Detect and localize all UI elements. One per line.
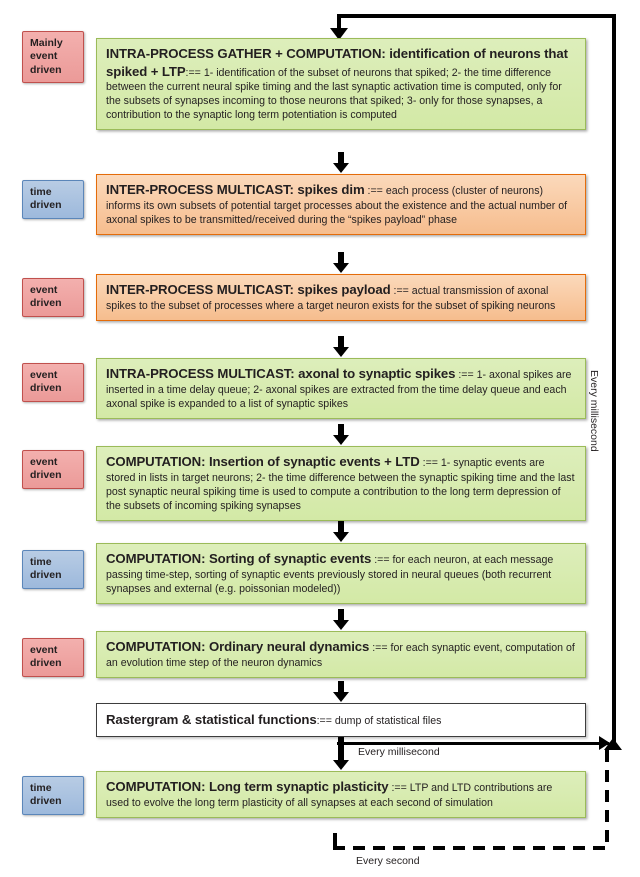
process-box-ordinary-neural-dynamics[interactable]: COMPUTATION: Ordinary neural dynamics :=… bbox=[96, 631, 586, 678]
process-separator: :== bbox=[185, 66, 201, 79]
loop-label-every-millisecond: Every millisecond bbox=[588, 370, 600, 452]
driver-tag-line: event bbox=[30, 284, 58, 296]
connector-arrow-8 bbox=[333, 737, 349, 773]
driver-tag-time-driven: time driven bbox=[22, 776, 84, 815]
arrow-shaft bbox=[338, 681, 344, 693]
process-box-multicast-spikes-dim[interactable]: INTER-PROCESS MULTICAST: spikes dim :== … bbox=[96, 174, 586, 235]
arrow-shaft bbox=[338, 336, 344, 348]
process-body: 1- identification of the subset of neuro… bbox=[106, 66, 562, 122]
arrow-shaft bbox=[338, 609, 344, 621]
connector-arrow-6 bbox=[333, 609, 349, 631]
driver-tag-line: event bbox=[30, 369, 58, 381]
process-heading: INTER-PROCESS MULTICAST: spikes dim bbox=[106, 182, 365, 197]
driver-tag-line: driven bbox=[30, 795, 62, 808]
process-body: actual transmission of axonal spikes to … bbox=[106, 285, 556, 312]
driver-tag-line: event bbox=[30, 644, 58, 656]
driver-tag-time-driven: time driven bbox=[22, 180, 84, 219]
process-separator: :== bbox=[393, 285, 409, 297]
branch-label-every-millisecond: Every millisecond bbox=[358, 746, 440, 758]
driver-tag-line: driven bbox=[30, 469, 62, 482]
driver-tag-line: time bbox=[30, 782, 52, 794]
driver-tag-line: driven bbox=[30, 382, 62, 395]
arrow-head bbox=[333, 532, 349, 542]
arrow-head bbox=[333, 263, 349, 273]
process-heading: INTER-PROCESS MULTICAST: spikes payload bbox=[106, 282, 391, 297]
driver-tag-line: driven bbox=[30, 297, 62, 310]
process-separator: :== bbox=[391, 782, 407, 794]
driver-tag-line: time bbox=[30, 186, 52, 198]
driver-tag-line: event bbox=[30, 50, 58, 63]
process-box-insertion-ltd[interactable]: COMPUTATION: Insertion of synaptic event… bbox=[96, 446, 586, 521]
process-separator: :== bbox=[372, 642, 388, 654]
process-heading: INTRA-PROCESS GATHER + COMPUTATION: iden… bbox=[106, 46, 568, 79]
arrow-head bbox=[333, 620, 349, 630]
driver-tag-time-driven: time driven bbox=[22, 550, 84, 589]
driver-tag-line: driven bbox=[30, 569, 62, 582]
loop-entry-shaft bbox=[337, 14, 341, 30]
process-heading: INTRA-PROCESS MULTICAST: axonal to synap… bbox=[106, 366, 456, 381]
process-body: dump of statistical files bbox=[334, 715, 442, 727]
process-box-multicast-spikes-payload[interactable]: INTER-PROCESS MULTICAST: spikes payload … bbox=[96, 274, 586, 321]
process-box-rastergram[interactable]: Rastergram & statistical functions:== du… bbox=[96, 703, 586, 737]
process-body: for each neuron, at each message passing… bbox=[106, 554, 554, 595]
connector-arrow-4 bbox=[333, 424, 349, 446]
process-body: each process (cluster of neurons) inform… bbox=[106, 185, 568, 226]
process-separator: :== bbox=[458, 369, 474, 381]
arrow-shaft bbox=[338, 424, 344, 436]
dashed-loop-stub bbox=[333, 833, 337, 849]
loop-right-edge bbox=[612, 14, 616, 749]
loop-top-edge bbox=[337, 14, 616, 18]
branch-line-every-millisecond bbox=[337, 742, 609, 745]
arrow-head bbox=[333, 347, 349, 357]
driver-tag-event-driven: event driven bbox=[22, 363, 84, 402]
driver-tag-event-driven: event driven bbox=[22, 450, 84, 489]
dashed-loop-right-edge bbox=[605, 750, 609, 850]
driver-tag-line: time bbox=[30, 556, 52, 568]
dashed-loop-label-every-second: Every second bbox=[356, 855, 420, 867]
driver-tag-event-driven: event driven bbox=[22, 278, 84, 317]
connector-arrow-3 bbox=[333, 336, 349, 358]
arrow-shaft bbox=[338, 521, 344, 533]
process-body: for each synaptic event, computation of … bbox=[106, 642, 575, 669]
process-body: 1- synaptic events are stored in lists i… bbox=[106, 457, 575, 512]
process-heading: COMPUTATION: Sorting of synaptic events bbox=[106, 551, 372, 566]
driver-tag-mainly-event-driven: Mainly event driven bbox=[22, 31, 84, 84]
process-heading: COMPUTATION: Long term synaptic plastici… bbox=[106, 779, 389, 794]
driver-tag-line: driven bbox=[30, 199, 62, 212]
arrow-head bbox=[333, 692, 349, 702]
process-heading: COMPUTATION: Insertion of synaptic event… bbox=[106, 454, 420, 469]
arrow-shaft bbox=[338, 737, 344, 761]
process-box-sorting-synaptic-events[interactable]: COMPUTATION: Sorting of synaptic events … bbox=[96, 543, 586, 604]
arrow-head bbox=[333, 435, 349, 445]
process-body: 1- axonal spikes are inserted in a time … bbox=[106, 369, 572, 410]
driver-tag-event-driven: event driven bbox=[22, 638, 84, 677]
process-heading: Rastergram & statistical functions bbox=[106, 712, 317, 727]
driver-tag-line: driven bbox=[30, 63, 62, 76]
connector-arrow-7 bbox=[333, 681, 349, 703]
process-box-long-term-plasticity[interactable]: COMPUTATION: Long term synaptic plastici… bbox=[96, 771, 586, 818]
process-separator: :== bbox=[316, 715, 332, 727]
branch-arrowhead-every-millisecond bbox=[599, 736, 610, 750]
connector-arrow-5 bbox=[333, 521, 349, 543]
loop-entry-arrowhead bbox=[330, 28, 348, 40]
dashed-loop-bottom-edge bbox=[333, 846, 608, 850]
arrow-shaft bbox=[338, 152, 344, 164]
process-separator: :== bbox=[374, 554, 390, 566]
process-body: LTP and LTD contributions are used to ev… bbox=[106, 782, 553, 809]
arrow-head bbox=[333, 760, 349, 770]
driver-tag-line: Mainly bbox=[30, 37, 63, 49]
process-box-intra-gather[interactable]: INTRA-PROCESS GATHER + COMPUTATION: iden… bbox=[96, 38, 586, 131]
arrow-shaft bbox=[338, 252, 344, 264]
driver-tag-line: driven bbox=[30, 657, 62, 670]
connector-arrow-1 bbox=[333, 152, 349, 174]
process-heading: COMPUTATION: Ordinary neural dynamics bbox=[106, 639, 370, 654]
process-separator: :== bbox=[367, 185, 383, 197]
process-box-axonal-to-synaptic[interactable]: INTRA-PROCESS MULTICAST: axonal to synap… bbox=[96, 358, 586, 419]
arrow-head bbox=[333, 163, 349, 173]
process-separator: :== bbox=[422, 457, 438, 469]
driver-tag-line: event bbox=[30, 456, 58, 468]
connector-arrow-2 bbox=[333, 252, 349, 274]
